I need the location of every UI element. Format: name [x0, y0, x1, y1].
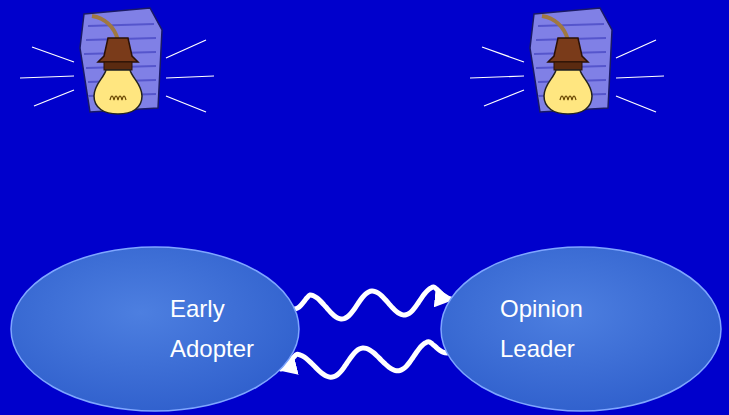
ellipse-shape: [441, 247, 721, 411]
ellipse-shape: [11, 247, 299, 411]
ellipse-outline: [440, 246, 722, 412]
ellipse-outline: [10, 246, 300, 412]
ellipse-node: Opinion Leader: [440, 246, 722, 412]
wavy-arrow: [281, 342, 447, 377]
node-label: Early Adopter: [170, 289, 254, 369]
lightbulb-icon: [20, 8, 214, 114]
wavy-arrow: [295, 287, 451, 319]
lightbulb-icon: [470, 8, 664, 114]
node-label: Opinion Leader: [500, 289, 583, 369]
ellipse-node: Early Adopter: [10, 246, 300, 412]
